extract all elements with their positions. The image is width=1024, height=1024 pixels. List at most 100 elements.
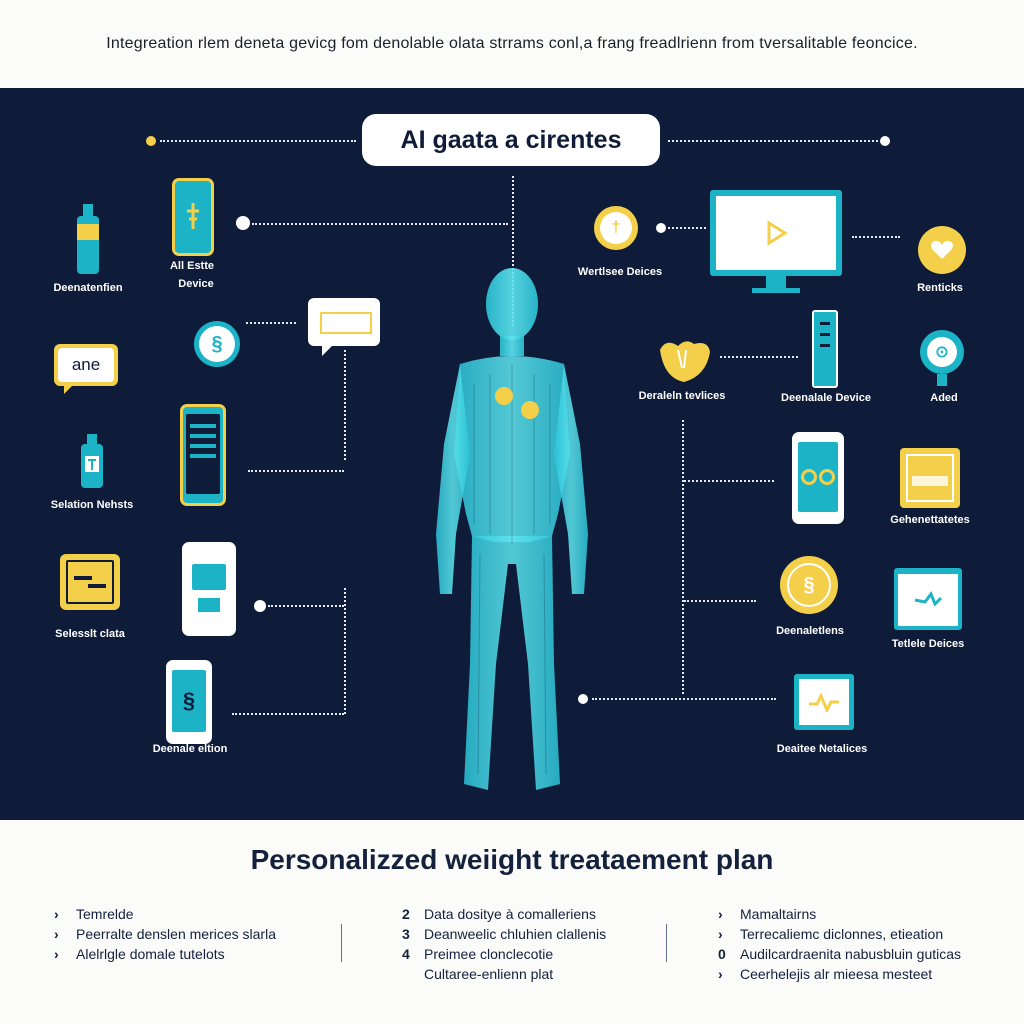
treatment-plan-section: Personalizzed weiight treataement plan ›… bbox=[0, 820, 1024, 1024]
plan-item: 0 Audilcardraenita nabusbluin guticas bbox=[718, 944, 961, 964]
plan-item-text: Preimee clonclecotie bbox=[424, 946, 554, 962]
right-label-7: Deenaletlens bbox=[776, 625, 844, 637]
right-label-8: Tetlele Deices bbox=[891, 638, 965, 650]
phone-icon bbox=[172, 178, 214, 256]
right-label-2: Renticks bbox=[917, 282, 963, 294]
left-connector-7 bbox=[232, 713, 344, 715]
plan-marker: › bbox=[718, 966, 723, 982]
right-connector-4 bbox=[682, 420, 684, 694]
left-connector-5 bbox=[268, 605, 344, 607]
top-caption: Integreation rlem deneta gevicg fom deno… bbox=[106, 35, 918, 52]
plan-item-text: Terrecaliemc diclonnes, etieation bbox=[740, 926, 944, 942]
left-dot-2 bbox=[254, 600, 266, 612]
speech-bubble-text: ane bbox=[58, 348, 114, 382]
chat-bubble-icon bbox=[308, 298, 380, 356]
plan-item: 3 Deanweelic chluhien clallenis bbox=[402, 924, 606, 944]
plan-item-text: Data dositye à comalleriens bbox=[424, 906, 596, 922]
right-connector-5 bbox=[684, 480, 774, 482]
map-pin-stem bbox=[937, 374, 947, 386]
title-right-dot bbox=[880, 136, 890, 146]
map-pin-icon: ⊙ bbox=[920, 330, 964, 374]
left-label-2b: Device bbox=[178, 278, 214, 290]
plan-item-text: Mamaltairns bbox=[740, 906, 817, 922]
plan-item: › Terrecaliemc diclonnes, etieation bbox=[718, 924, 961, 944]
plan-marker: › bbox=[54, 946, 59, 962]
plan-item-text: Audilcardraenita nabusbluin guticas bbox=[740, 946, 962, 962]
bottle-icon bbox=[77, 204, 99, 274]
plan-item: 2 Data dositye à comalleriens bbox=[402, 904, 606, 924]
right-label-1: Wertlsee Deices bbox=[577, 266, 663, 278]
plan-column-2: 2 Data dositye à comalleriens 3 Deanweelic… bbox=[402, 904, 606, 984]
tablet-icon bbox=[894, 568, 962, 630]
column-divider bbox=[666, 924, 667, 962]
coin-icon: § bbox=[780, 556, 838, 614]
plan-item: › Temrelde bbox=[54, 904, 276, 924]
right-connector-7 bbox=[592, 698, 776, 700]
plan-item-text: Deanweelic chluhien clallenis bbox=[424, 926, 607, 942]
plan-marker: › bbox=[54, 906, 59, 922]
table-icon bbox=[900, 448, 960, 508]
phone-health-icon: § bbox=[166, 660, 212, 744]
phone-list-icon bbox=[180, 404, 226, 506]
title-right-connector bbox=[668, 140, 878, 142]
right-connector-1 bbox=[668, 227, 706, 229]
plan-item-text: Peerralte denslen merices slarla bbox=[76, 926, 276, 942]
right-dot-1 bbox=[656, 223, 666, 233]
left-connector-3 bbox=[344, 350, 346, 460]
right-label-4: Deenalale Device bbox=[781, 392, 871, 404]
right-label-3: Deraleln tevlices bbox=[638, 390, 726, 402]
plan-marker: 2 bbox=[402, 906, 410, 922]
phone-monitor-icon bbox=[792, 432, 844, 524]
plan-item-text: Temrelde bbox=[76, 906, 134, 922]
plan-marker bbox=[402, 964, 424, 984]
plan-marker: › bbox=[718, 906, 723, 922]
left-connector-2 bbox=[246, 322, 296, 324]
speech-bubble: ane bbox=[54, 344, 118, 394]
left-label-4: Selesslt clata bbox=[55, 628, 125, 640]
plan-item-text: Cultaree-enlienn plat bbox=[424, 966, 554, 982]
plan-item: › Mamaltairns bbox=[718, 904, 961, 924]
right-label-6: Gehenettatetes bbox=[890, 514, 970, 526]
plan-marker: › bbox=[54, 926, 59, 942]
scale-icon: § bbox=[194, 321, 240, 367]
left-connector-6 bbox=[344, 588, 346, 714]
location-pin-icon: † bbox=[594, 206, 638, 250]
right-dot-2 bbox=[578, 694, 588, 704]
right-label-9: Deaitee Netalices bbox=[776, 743, 868, 755]
monitor-stand bbox=[766, 276, 786, 288]
title-body-connector bbox=[512, 176, 514, 326]
medicine-bottle-icon bbox=[81, 434, 103, 488]
left-label-1: Deenatenfien bbox=[53, 282, 123, 294]
right-connector-2 bbox=[852, 236, 900, 238]
plan-item-text: Alelrlgle domale tutelots bbox=[76, 946, 225, 962]
human-body-figure bbox=[436, 268, 588, 790]
plan-title: Personalizzed weiight treataement plan bbox=[250, 844, 774, 875]
plan-marker: 0 bbox=[718, 946, 726, 962]
right-label-5: Aded bbox=[930, 392, 958, 404]
left-dot-1 bbox=[236, 216, 250, 230]
left-label-5: Deenale eltion bbox=[152, 743, 228, 755]
plan-marker: 3 bbox=[402, 926, 410, 942]
plan-item: › Alelrlgle domale tutelots bbox=[54, 944, 276, 964]
plan-item: ›Ceerhelejis alr mieesa mesteet bbox=[718, 964, 961, 984]
column-divider bbox=[341, 924, 342, 962]
chart-screen-icon bbox=[794, 674, 854, 730]
tall-device-icon bbox=[812, 310, 838, 388]
monitor-icon bbox=[710, 190, 842, 276]
monitor-base bbox=[752, 288, 800, 293]
left-connector-1 bbox=[252, 223, 508, 225]
plan-marker: › bbox=[718, 926, 723, 942]
left-label-2: All Estte bbox=[169, 260, 215, 272]
diagram-title: AI gaata a cirentes bbox=[362, 114, 660, 166]
left-connector-4 bbox=[248, 470, 344, 472]
title-left-dot bbox=[146, 136, 156, 146]
diagram-panel: AI gaata a cirentes Deenatenfien All Est… bbox=[0, 88, 1024, 820]
plan-column-1: › Temrelde › Peerralte denslen merices sla… bbox=[54, 904, 276, 964]
plan-column-3: › Mamaltairns › Terrecaliemc diclonnes, et… bbox=[718, 904, 961, 984]
left-label-3: Selation Nehsts bbox=[50, 499, 134, 511]
right-connector-3 bbox=[720, 356, 798, 358]
plan-item: › Peerralte denslen merices slarla bbox=[54, 924, 276, 944]
plan-item: Cultaree-enlienn plat bbox=[402, 964, 606, 984]
fruit-icon bbox=[660, 341, 710, 382]
